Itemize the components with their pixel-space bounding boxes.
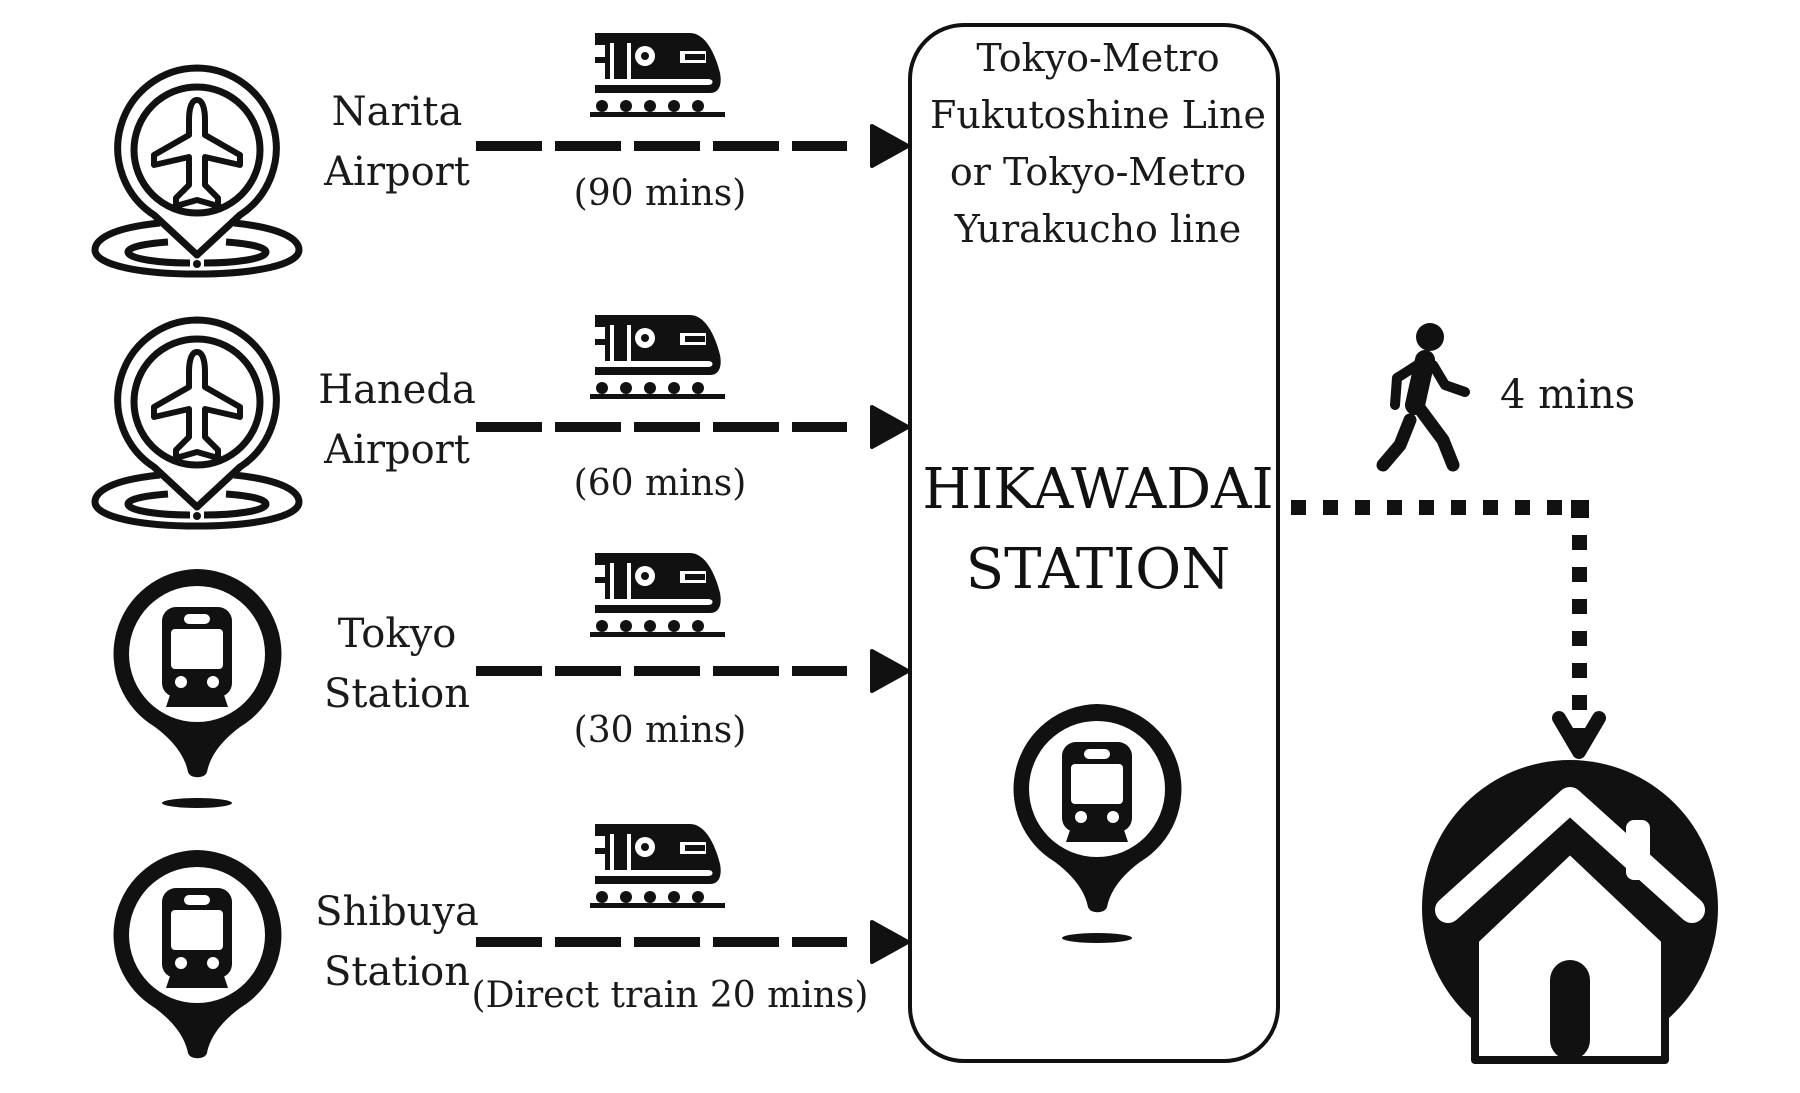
- travel-time-shibuya-station: (Direct train 20 mins): [471, 975, 869, 1016]
- route-arrow-narita: [476, 124, 910, 168]
- home-icon: [1422, 760, 1718, 1064]
- train-icon: [590, 824, 725, 908]
- origin-label-haneda: Haneda Airport: [318, 367, 476, 473]
- origin-label-narita: Narita Airport: [324, 89, 470, 195]
- route-arrow-haneda: [476, 405, 910, 449]
- walk-time: 4 mins: [1500, 372, 1636, 418]
- travel-time-haneda: (60 mins): [573, 463, 747, 504]
- hub-station-name: HIKAWADAI STATION: [922, 457, 1274, 602]
- route-arrow-tokyo-station: [476, 649, 910, 693]
- train-icon: [590, 33, 725, 117]
- hub-metro-lines: Tokyo-Metro Fukutoshine Line or Tokyo-Me…: [929, 36, 1266, 251]
- travel-time-tokyo-station: (30 mins): [573, 710, 747, 751]
- route-arrow-shibuya-station: [476, 920, 910, 964]
- walk-route-dotted-arrow: [1291, 500, 1606, 759]
- train-station-pin-icon: [113, 850, 282, 1059]
- origin-label-shibuya-station: Shibuya Station: [315, 889, 479, 995]
- train-station-pin-icon: [113, 569, 282, 808]
- train-station-pin-icon: [1013, 704, 1182, 943]
- travel-time-narita: (90 mins): [573, 173, 747, 214]
- origin-label-tokyo-station: Tokyo Station: [323, 611, 471, 717]
- airport-pin-icon: [91, 64, 303, 278]
- pedestrian-icon: [1376, 323, 1470, 472]
- train-icon: [590, 315, 725, 399]
- train-icon: [590, 553, 725, 637]
- airport-pin-icon: [91, 316, 303, 530]
